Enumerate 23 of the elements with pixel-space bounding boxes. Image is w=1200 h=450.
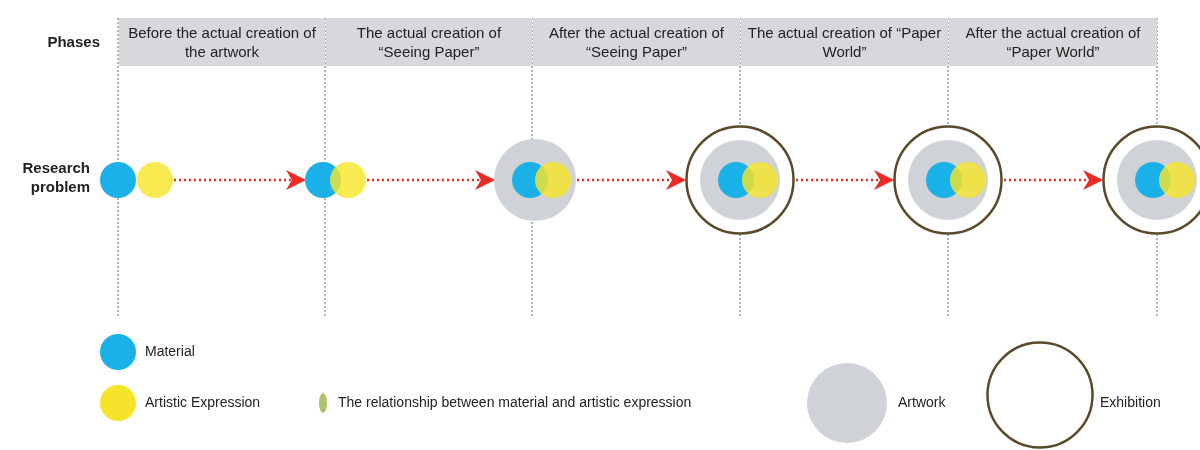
row-heading: Phases (46, 32, 100, 51)
phase-header: After the actual creation of “Paper World” (949, 18, 1157, 66)
circle-diagram-icon (305, 162, 366, 198)
legend-label: Artistic Expression (145, 394, 261, 410)
circle-diagram-icon (100, 162, 173, 198)
circle-diagram-icon (1102, 125, 1200, 235)
phase-header: Before the actual creation of the artwork (119, 18, 325, 66)
phase-header: The actual creation of “Seeing Paper” (326, 18, 532, 66)
arrow (796, 170, 894, 190)
legend-label: The relationship between material and artistic expression (338, 394, 692, 410)
phase-header: After the actual creation of “Seeing Paper” (533, 18, 740, 66)
legend-label: Exhibition (1100, 394, 1161, 410)
legend-label: Material (145, 343, 195, 359)
phase-header: The actual creation of “Paper World” (741, 18, 948, 66)
circle-diagram-icon (685, 125, 795, 235)
arrow (1004, 170, 1103, 190)
arrow (367, 170, 495, 190)
row-label: Research problem (21, 158, 90, 196)
circle-diagram-icon (494, 139, 576, 221)
circle-diagram-icon (893, 125, 1003, 235)
arrow (174, 170, 306, 190)
arrow (577, 170, 686, 190)
legend-label: Artwork (898, 394, 946, 410)
